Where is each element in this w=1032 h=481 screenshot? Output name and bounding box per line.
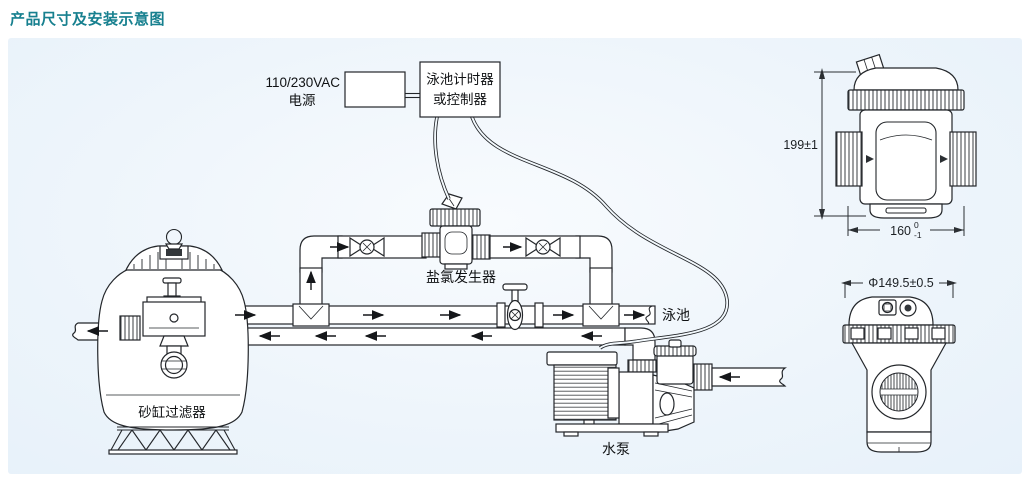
bypass-loop [292,235,620,331]
pump-label: 水泵 [602,441,630,457]
page-title: 产品尺寸及安装示意图 [10,11,166,28]
tee-right [582,303,620,327]
pump-discharge-union [627,359,657,373]
pump-motor [553,364,617,421]
cell-cap-connector [441,193,463,210]
main-line-valve [496,283,544,331]
power-box [344,71,406,108]
height-dimension: 199±1 [783,68,866,220]
diameter-dimension: Φ149.5±0.5 [841,276,957,298]
tee-left [292,303,330,327]
pump-inlet-union [693,363,713,391]
cell-left-union [421,232,441,258]
chlorinator-label: 盐氯发生器 [426,269,496,285]
side-base [866,431,932,453]
loop-elbow-right [575,235,613,273]
sand-filter: 砂缸过滤器 [97,228,249,455]
front-collar [847,89,965,111]
front-left-port [835,131,863,187]
electrical: 110/230VAC 电源 泳池计时器 或控制器 [265,61,729,350]
width-dimension: 160 0 -1 [847,206,965,240]
front-right-port [949,131,977,187]
cell-right-union [471,234,491,260]
power-label-line1: 110/230VAC [265,75,340,90]
side-terminal-left [878,299,897,316]
loop-elbow-left [299,235,343,273]
controller-label-line1: 泳池计时器 [426,72,494,87]
cell-collar [429,208,481,227]
pump-strainer-knob [668,339,682,348]
front-body [859,109,953,205]
pump-strainer-pot [656,353,694,385]
filter-sight-glass [159,335,189,379]
pipe-break [645,305,653,325]
controller-label-line2: 或控制器 [433,92,487,107]
installation-diagram: 盐氯发生器 [72,53,977,457]
sand-filter-label: 砂缸过滤器 [138,404,206,420]
power-label-line2: 电源 [289,93,316,108]
width-dim-text: 160 [890,224,911,238]
front-cap [853,67,959,91]
side-window [871,364,927,420]
width-dim-tol-top: 0 [914,220,919,230]
height-dim-text: 199±1 [783,138,818,152]
front-view: 199±1 160 0 -1 [783,53,977,240]
front-base [869,203,943,219]
pump-discharge-elbow [624,327,656,361]
loop-valve-right [525,236,561,258]
filter-multiport-valve [119,296,206,341]
controller-box [419,61,501,118]
pump-casing [618,371,654,425]
diameter-dim-text: Φ149.5±0.5 [868,276,934,290]
width-dim-tol-bottom: -1 [914,230,922,240]
filter-stand [108,426,238,455]
pump-motor-cap [546,351,618,366]
side-terminal-right [899,299,917,317]
pump: 水泵 [546,327,787,457]
loop-riser-right [589,267,613,309]
pump-base [555,423,669,433]
flow-arrows [86,242,740,382]
chlorinator-cell [421,193,491,270]
pool-label: 泳池 [662,307,690,323]
filter-lid-ring [164,228,184,250]
side-view: Φ149.5±0.5 [841,276,957,453]
diagram-panel: 盐氯发生器 [8,38,1022,474]
filter-lid [125,245,223,271]
cell-base [444,263,468,270]
loop-valve-left [349,236,385,258]
